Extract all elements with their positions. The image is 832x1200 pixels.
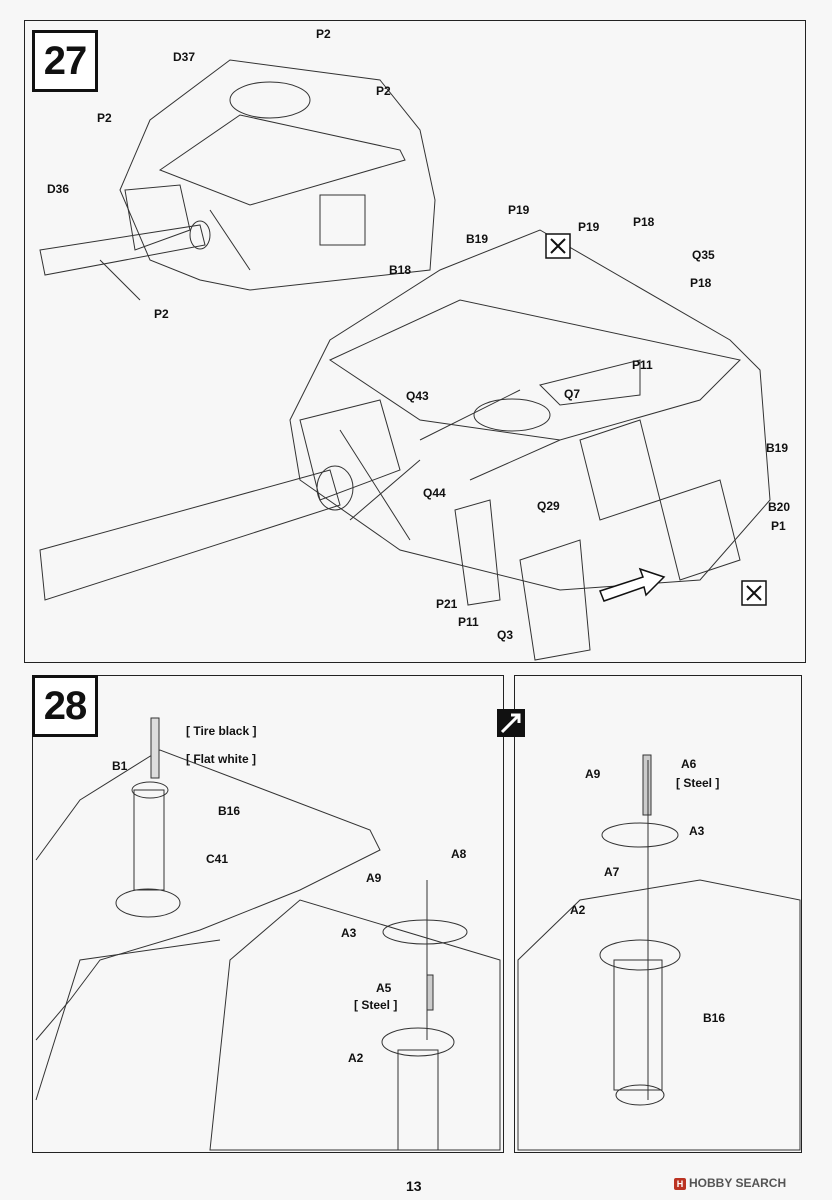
part-label: A2	[348, 1051, 364, 1065]
part-label: B19	[466, 232, 489, 246]
step-27-panel	[24, 20, 806, 663]
part-label: B16	[218, 804, 241, 818]
part-label: P2	[316, 27, 331, 41]
part-label: P11	[632, 358, 653, 372]
part-label: P2	[376, 84, 391, 98]
part-label: A9	[585, 767, 601, 781]
part-label: P2	[97, 111, 112, 125]
alternate-option-icon	[497, 709, 525, 737]
part-label: Q3	[497, 628, 514, 642]
step-28-alt-panel	[514, 675, 802, 1153]
part-label: P18	[690, 276, 712, 290]
part-label: P21	[436, 597, 458, 611]
part-label: Q44	[423, 486, 446, 500]
part-label: P18	[633, 215, 655, 229]
watermark-text: HOBBY SEARCH	[689, 1176, 787, 1190]
part-label: Q43	[406, 389, 429, 403]
part-label: Q7	[564, 387, 581, 401]
part-label: B16	[703, 1011, 726, 1025]
cut-icon	[545, 233, 571, 259]
paint-callout: [ Flat white ]	[186, 752, 256, 766]
page-number: 13	[406, 1178, 422, 1194]
part-label: A6	[681, 757, 697, 771]
part-label: D36	[47, 182, 70, 196]
part-label: A2	[570, 903, 586, 917]
part-label: B20	[768, 500, 791, 514]
part-label: D37	[173, 50, 196, 64]
part-label: A9	[366, 871, 382, 885]
part-label: P19	[578, 220, 600, 234]
part-label: P11	[458, 615, 479, 629]
part-label: P1	[771, 519, 786, 533]
part-label: B1	[112, 759, 128, 773]
part-label: A3	[341, 926, 357, 940]
step-28-number: 28	[32, 675, 98, 737]
paint-callout: [ Tire black ]	[186, 724, 257, 738]
part-label: A7	[604, 865, 620, 879]
paint-callout: [ Steel ]	[676, 776, 720, 790]
part-label: P2	[154, 307, 169, 321]
part-label: A8	[451, 847, 467, 861]
paint-callout: [ Steel ]	[354, 998, 398, 1012]
part-label: Q35	[692, 248, 715, 262]
part-label: B19	[766, 441, 789, 455]
step-27-number: 27	[32, 30, 98, 92]
part-label: P19	[508, 203, 530, 217]
part-label: Q29	[537, 499, 560, 513]
part-label: A5	[376, 981, 392, 995]
part-label: A3	[689, 824, 705, 838]
part-label: C41	[206, 852, 229, 866]
arrow-icon	[599, 567, 666, 602]
step-28-panel	[32, 675, 504, 1153]
part-label: B18	[389, 263, 412, 277]
hobby-search-logo-icon: H	[674, 1177, 686, 1190]
cut-icon	[741, 580, 767, 606]
